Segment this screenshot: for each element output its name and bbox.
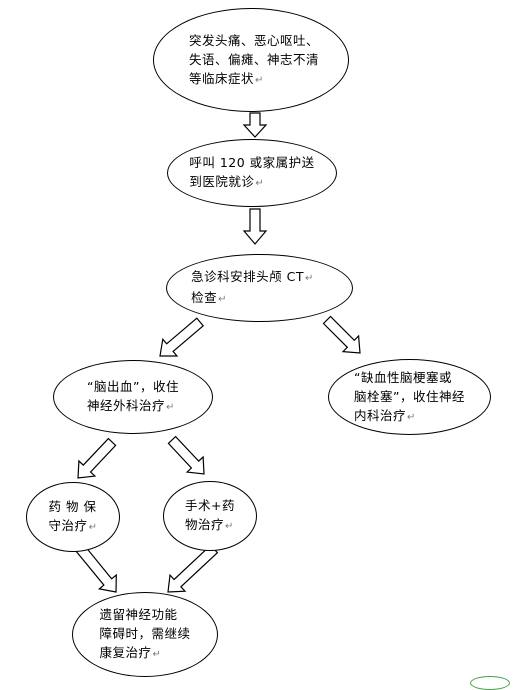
paragraph-mark: ↵ — [255, 178, 265, 189]
node-line: 脑栓塞”，收住神经 — [354, 388, 465, 404]
arrow-call-to-ct — [242, 208, 268, 245]
arrow-surgery-to-rehab — [167, 544, 219, 593]
arrow-hemorrhage-to-surgery — [167, 435, 205, 475]
node-line: 急诊科安排头颅 CT↵ — [191, 269, 314, 284]
node-line: 失语、偏瘫、神志不清 — [188, 51, 319, 67]
node-line: “缺血性脑梗塞或 — [354, 369, 452, 385]
node-line: 康复治疗↵ — [99, 645, 162, 660]
corner-logo-icon — [470, 676, 510, 690]
node-drug-treatment: 药 物 保 守治疗↵ — [26, 482, 120, 552]
node-surgery-text: 手术+药 物治疗↵ — [185, 496, 235, 536]
node-surgery-treatment: 手术+药 物治疗↵ — [163, 481, 257, 551]
node-line: 遗留神经功能 — [99, 607, 178, 622]
node-rehabilitation: 遗留神经功能 障碍时，需继续 康复治疗↵ — [72, 592, 218, 677]
arrow-symptoms-to-call — [242, 112, 268, 138]
node-symptoms: 突发头痛、恶心呕吐、 失语、偏瘫、神志不清 等临床症状↵ — [153, 8, 349, 112]
node-line: 手术+药 — [185, 498, 235, 513]
paragraph-mark: ↵ — [166, 402, 175, 413]
node-symptoms-text: 突发头痛、恶心呕吐、 失语、偏瘫、神志不清 等临床症状↵ — [183, 31, 319, 90]
node-ischemic-text: “缺血性脑梗塞或 脑栓塞”，收住神经 内科治疗↵ — [354, 368, 465, 427]
paragraph-mark: ↵ — [152, 649, 162, 660]
paragraph-mark: ↵ — [88, 522, 98, 533]
node-call-text: 呼叫 120 或家属护送 到医院就诊↵ — [189, 153, 314, 193]
node-line: 到医院就诊↵ — [189, 174, 265, 189]
arrow-hemorrhage-to-drug — [77, 437, 117, 479]
node-line: 呼叫 120 或家属护送 — [189, 155, 315, 170]
arrow-ct-to-hemorrhage — [159, 317, 205, 357]
node-rehab-text: 遗留神经功能 障碍时，需继续 康复治疗↵ — [99, 605, 190, 664]
paragraph-mark: ↵ — [304, 273, 314, 284]
node-line: 神经外科治疗↵ — [87, 398, 175, 413]
node-line: 内科治疗↵ — [354, 407, 416, 423]
node-line: “脑出血”，收住 — [87, 379, 179, 394]
node-call-hospital: 呼叫 120 或家属护送 到医院就诊↵ — [167, 139, 337, 207]
arrow-drug-to-rehab — [75, 543, 117, 593]
arrow-ct-to-ischemic — [322, 315, 361, 354]
node-drug-text: 药 物 保 守治疗↵ — [49, 497, 98, 537]
node-line: 障碍时，需继续 — [99, 626, 191, 641]
node-line: 等临床症状↵ — [188, 70, 264, 86]
paragraph-mark: ↵ — [218, 294, 228, 305]
node-line: 物治疗↵ — [185, 517, 234, 532]
paragraph-mark: ↵ — [407, 411, 416, 423]
paragraph-mark: ↵ — [225, 521, 234, 532]
node-ct-text: 急诊科安排头颅 CT↵ 检查↵ — [191, 267, 328, 309]
node-line: 检查↵ — [191, 290, 228, 305]
node-cerebral-hemorrhage: “脑出血”，收住 神经外科治疗↵ — [53, 360, 213, 434]
node-ischemic-stroke: “缺血性脑梗塞或 脑栓塞”，收住神经 内科治疗↵ — [328, 359, 491, 435]
node-line: 守治疗↵ — [48, 518, 98, 533]
node-hemorrhage-text: “脑出血”，收住 神经外科治疗↵ — [87, 377, 179, 417]
node-line: 突发头痛、恶心呕吐、 — [188, 32, 319, 48]
paragraph-mark: ↵ — [255, 74, 264, 86]
node-ct-exam: 急诊科安排头颅 CT↵ 检查↵ — [166, 254, 353, 322]
node-line: 药 物 保 — [48, 499, 97, 514]
